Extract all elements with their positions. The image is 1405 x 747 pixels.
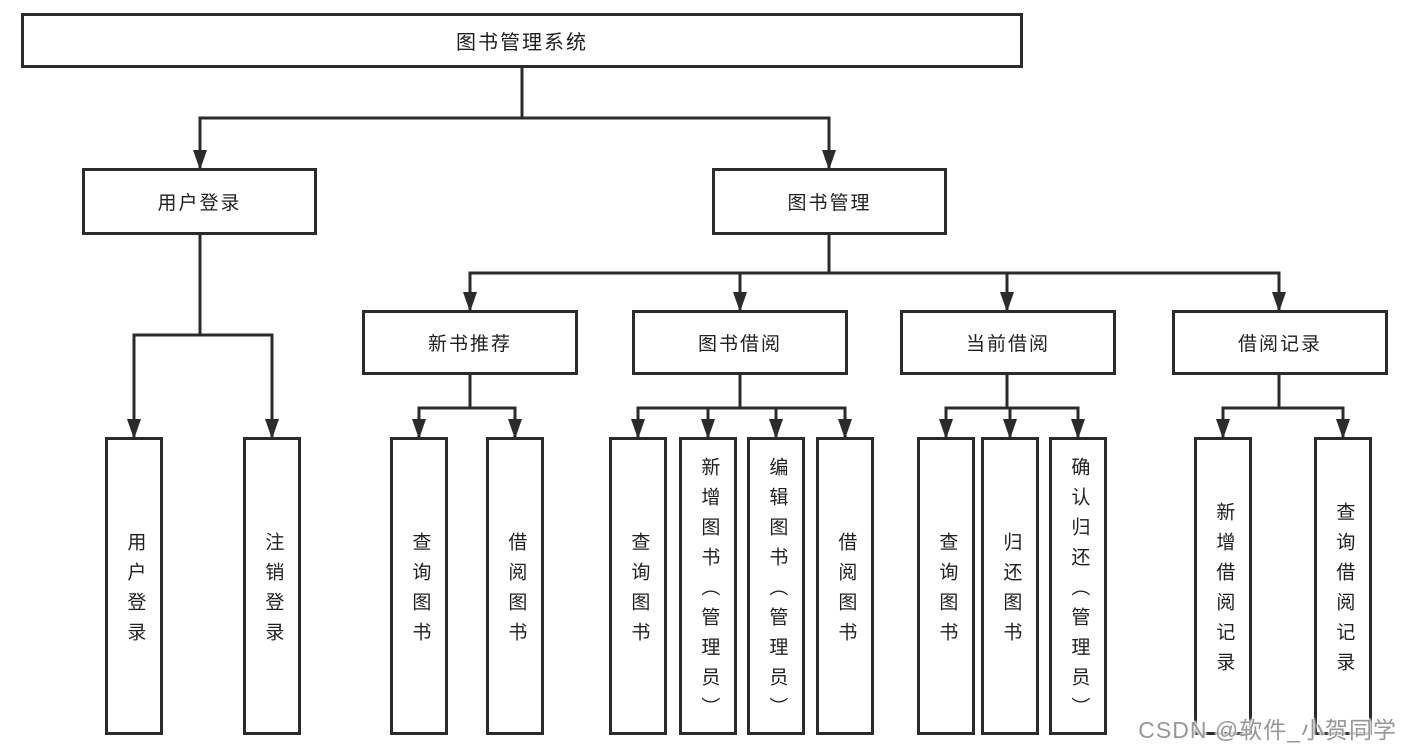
node-user-login: 用户登录 [82, 168, 317, 235]
node-label: 新增图书（管理员） [698, 456, 720, 727]
node-leaf-recommend-borrow-books: 借阅图书 [486, 437, 544, 735]
connector-book-management-to-level3 [463, 233, 1286, 314]
node-label: 图书借阅 [697, 334, 782, 355]
node-label: 借阅记录 [1237, 334, 1322, 355]
node-label: 借阅图书 [835, 531, 857, 652]
node-label: 图书管理 [787, 193, 872, 214]
node-label: 用户登录 [157, 193, 242, 214]
node-label: 编辑图书（管理员） [766, 456, 788, 727]
node-leaf-current-confirm-return: 确认归还（管理员） [1049, 437, 1107, 735]
connector-book-borrowing-children [631, 373, 852, 441]
node-label: 查询图书 [628, 531, 650, 652]
node-current-borrowing: 当前借阅 [900, 310, 1116, 375]
node-label: 注销登录 [262, 531, 284, 652]
csdn-watermark: CSDN @软件_小贺同学 [1138, 717, 1397, 743]
node-book-management: 图书管理 [712, 168, 947, 235]
connector-root-to-level2 [193, 66, 836, 172]
node-borrowing-records: 借阅记录 [1172, 310, 1388, 375]
node-label: 查询图书 [409, 531, 431, 652]
node-label: 借阅图书 [505, 531, 527, 652]
connector-new-book-recommend-children [412, 373, 522, 441]
node-label: 用户登录 [124, 531, 146, 652]
node-leaf-user-login: 用户登录 [105, 437, 163, 735]
connector-user-login-children [127, 233, 279, 441]
node-library-management-system: 图书管理系统 [21, 13, 1023, 68]
node-leaf-current-query-books: 查询图书 [917, 437, 975, 735]
node-label: 查询图书 [936, 531, 958, 652]
node-label: 当前借阅 [965, 334, 1050, 355]
node-label: 新增借阅记录 [1213, 501, 1235, 682]
node-label: 新书推荐 [427, 334, 512, 355]
node-leaf-recommend-query-books: 查询图书 [390, 437, 448, 735]
node-leaf-borrowing-borrow-books: 借阅图书 [816, 437, 874, 735]
connector-current-borrowing-children [939, 373, 1085, 441]
node-leaf-records-query-record: 查询借阅记录 [1314, 437, 1372, 735]
node-leaf-borrowing-add-books: 新增图书（管理员） [679, 437, 737, 735]
node-leaf-records-add-record: 新增借阅记录 [1194, 437, 1252, 735]
node-leaf-borrowing-edit-books: 编辑图书（管理员） [747, 437, 805, 735]
node-label: 图书管理系统 [456, 32, 588, 54]
node-leaf-borrowing-query-books: 查询图书 [609, 437, 667, 735]
node-label: 归还图书 [1000, 531, 1022, 652]
node-label: 查询借阅记录 [1333, 501, 1355, 682]
node-new-book-recommend: 新书推荐 [362, 310, 578, 375]
node-leaf-logout: 注销登录 [243, 437, 301, 735]
node-leaf-current-return-books: 归还图书 [981, 437, 1039, 735]
node-book-borrowing: 图书借阅 [632, 310, 848, 375]
connector-borrowing-records-children [1216, 373, 1350, 441]
node-label: 确认归还（管理员） [1068, 456, 1090, 727]
